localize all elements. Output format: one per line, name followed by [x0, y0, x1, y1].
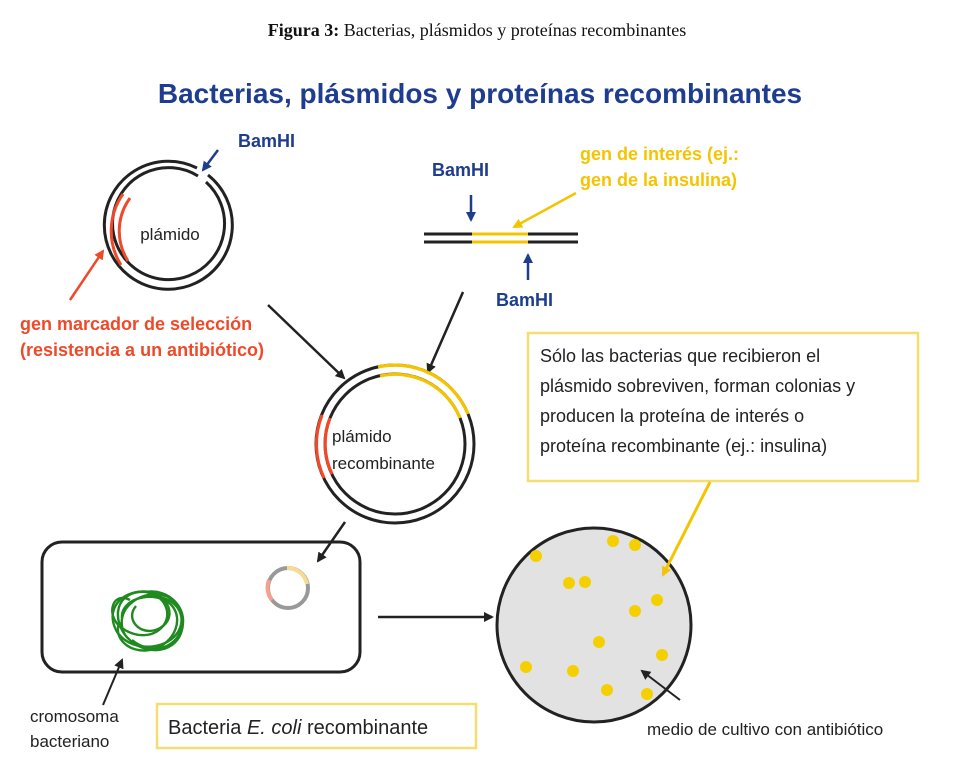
info-box-line-1: Sólo las bacterias que recibieron el — [540, 346, 820, 366]
info-to-dish-arrow — [661, 481, 712, 577]
bacterial-chromosome — [111, 590, 185, 652]
bacteria-label: Bacteria E. coli recombinante — [168, 717, 428, 739]
marker-gene-label-line1: gen marcador de selección — [20, 314, 252, 334]
bacterium-plasmid — [265, 565, 310, 610]
plasmid-to-recombinant-arrow — [267, 304, 346, 380]
plasmid-label: plámido — [140, 225, 200, 244]
bamhi-bottom-label: BamHI — [496, 290, 553, 310]
gene-interest-label-line2: gen de la insulina) — [580, 170, 737, 190]
chromosome-label-line2: bacteriano — [30, 732, 109, 751]
gene-interest-arrow — [512, 191, 577, 229]
figure-caption: Figura 3: Bacterias, plásmidos y proteín… — [0, 20, 954, 41]
gene-interest-label-line1: gen de interés (ej.: — [580, 144, 739, 164]
bamhi-plasmid-arrow — [201, 149, 219, 172]
bacteria-label-species: E. coli — [247, 717, 302, 739]
recombinant-plasmid: plámido recombinante — [314, 363, 476, 525]
bacterium — [40, 540, 362, 674]
recombinant-plasmid-label-line2: recombinante — [332, 454, 435, 473]
dna-fragment — [424, 232, 578, 244]
marker-gene-label-line2: (resistencia a un antibiótico) — [20, 340, 264, 360]
info-box-line-4: proteína recombinante (ej.: insulina) — [540, 436, 827, 456]
bacteria-label-prefix: Bacteria — [168, 717, 247, 739]
recombinant-plasmid-label-line1: plámido — [332, 427, 392, 446]
culture-medium-label: medio de cultivo con antibiótico — [647, 720, 883, 739]
figure-caption-prefix: Figura 3: — [267, 20, 340, 40]
plasmid: plámido — [102, 159, 234, 291]
chromosome-arrow — [102, 658, 124, 706]
bacteria-label-suffix: recombinante — [301, 717, 428, 739]
figure-caption-text: Bacterias, plásmidos y proteínas recombi… — [343, 20, 687, 40]
info-box: Sólo las bacterias que recibieron el plá… — [526, 331, 920, 483]
diagram-title: Bacterias, plásmidos y proteínas recombi… — [158, 78, 802, 109]
bamhi-plasmid-label: BamHI — [238, 131, 295, 151]
fragment-to-recombinant-arrow — [426, 291, 465, 374]
colonies — [520, 535, 668, 700]
info-box-line-2: plásmido sobreviven, forman colonias y — [540, 376, 855, 396]
chromosome-label-line1: cromosoma — [30, 707, 119, 726]
marker-gene-arrow — [68, 249, 105, 301]
culture-medium-arrow — [640, 669, 681, 701]
petri-dish — [495, 526, 693, 724]
bamhi-top-label: BamHI — [432, 160, 489, 180]
bacteria-label-box: Bacteria E. coli recombinante — [155, 702, 478, 750]
info-box-line-3: producen la proteína de interés o — [540, 406, 804, 426]
